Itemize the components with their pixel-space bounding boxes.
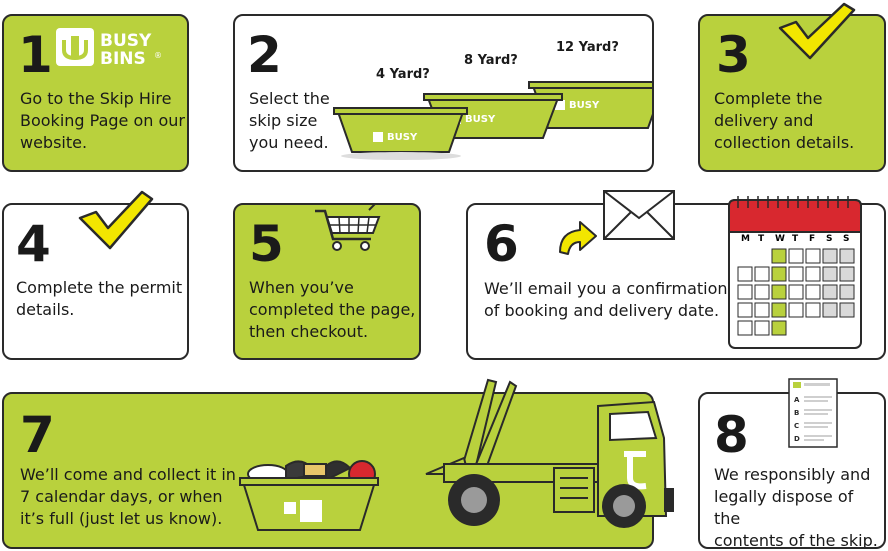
skip-size-4-yard[interactable]: 4 Yard? (376, 67, 430, 82)
skip-truck-icon (425, 378, 674, 528)
brand-line2: BINS (100, 49, 146, 69)
step-2-card: 2 Select the skip size you need. 4 Yard?… (233, 14, 654, 172)
step-description: Go to the Skip Hire Booking Page on our … (20, 89, 185, 152)
step-description: Complete the permit details. (16, 278, 183, 319)
step-1-card: 1 BUSY BINS ® Go to the Skip Hire Bookin… (2, 14, 189, 172)
step-number: 1 (18, 26, 53, 84)
calendar-day: T (792, 234, 799, 244)
svg-text:BUSY: BUSY (569, 100, 600, 111)
document-letter: B (794, 409, 799, 417)
calendar-day: T (758, 234, 765, 244)
step-8-card: 8 We responsibly and legally dispose of … (698, 392, 886, 549)
brand-line1: BUSY (100, 31, 152, 51)
step-description: We responsibly and legally dispose of th… (714, 465, 878, 549)
calendar-grid (737, 248, 855, 336)
svg-text:BUSY: BUSY (465, 114, 496, 125)
step-number: 7 (20, 406, 55, 464)
step-number: 2 (247, 26, 282, 84)
step-description: We’ll email you a confirmation of bookin… (484, 279, 728, 320)
skip-size-12-yard[interactable]: 12 Yard? (556, 40, 619, 55)
step-description: We’ll come and collect it in 7 calendar … (20, 465, 236, 528)
step-number: 6 (484, 215, 519, 273)
step-5-card: 5 When you’ve completed the page, then c… (233, 203, 421, 360)
step-description: Select the skip size you need. (249, 89, 330, 152)
step-number: 3 (716, 26, 751, 84)
shopping-cart-icon (315, 205, 381, 251)
calendar-day: W (775, 234, 785, 244)
calendar-day: S (826, 234, 833, 244)
brand-registered: ® (154, 51, 162, 60)
envelope-icon (603, 190, 675, 240)
document-letter: C (794, 422, 799, 430)
document-icon: A B C D (788, 378, 838, 448)
svg-text:BUSY: BUSY (387, 132, 418, 143)
skip-size-8-yard[interactable]: 8 Yard? (464, 53, 518, 68)
busy-bins-logo: BUSY BINS ® (56, 28, 162, 69)
calendar-day: M (741, 234, 750, 244)
calendar-day-headers: M T W T F S S (738, 234, 856, 246)
step-number: 5 (249, 215, 284, 273)
step-description: When you’ve completed the page, then che… (249, 278, 416, 341)
calendar-icon: M T W T F S S (728, 194, 862, 350)
step-number: 8 (714, 406, 749, 464)
document-letter: D (794, 435, 800, 443)
step-3-card: 3 Complete the delivery and collection d… (698, 14, 886, 172)
calendar-day: F (809, 234, 816, 244)
forward-arrow-icon (559, 221, 597, 255)
document-letter: A (794, 396, 800, 404)
checkmark-icon (78, 190, 154, 250)
step-number: 4 (16, 215, 51, 273)
skip-4-yard-icon: BUSY (333, 107, 468, 160)
step-description: Complete the delivery and collection det… (714, 89, 855, 152)
full-skip-icon (239, 460, 379, 531)
skip-bins-illustration: BUSY BUSY BUSY (333, 81, 652, 160)
calendar-day: S (843, 234, 850, 244)
checkmark-icon (778, 2, 856, 60)
